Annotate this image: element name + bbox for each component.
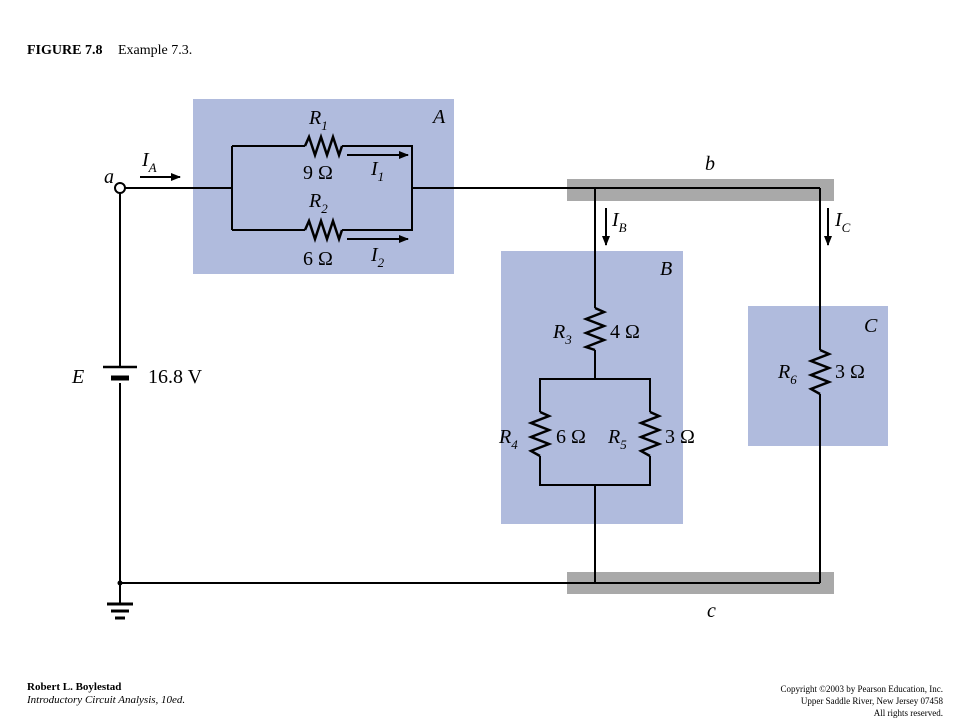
source-value: 16.8 V [148,366,203,388]
resistor-r3-symbol [582,306,608,352]
resistor-r2-label: R2 [308,190,328,216]
ground-junction [117,580,123,586]
block-b [501,251,683,524]
figure-caption: FIGURE 7.8 Example 7.3. [27,43,192,59]
current-i1-label: I1 [370,158,384,184]
author-name: Robert L. Boylestad [27,681,122,693]
node-a-label: a [104,166,114,188]
battery-symbol [103,365,137,381]
resistor-r1-symbol [303,133,344,159]
wires [119,145,821,603]
resistor-r1-value: 9 Ω [303,162,333,184]
rights-line: All rights reserved. [873,708,943,718]
resistor-r4-label: R4 [498,426,518,452]
block-a-label: A [431,106,446,128]
resistor-r4-value: 6 Ω [556,426,586,448]
current-ib-label: IB [611,209,627,235]
node-c-label: c [707,600,716,622]
current-ia-label: IA [141,149,157,175]
resistor-r2-symbol [303,217,344,243]
source-symbol: E [71,366,84,388]
resistor-r5-value: 3 Ω [665,426,695,448]
resistor-r6-label: R6 [777,361,797,387]
resistor-r2-value: 6 Ω [303,248,333,270]
bus-bar-b [567,179,834,201]
node-a-terminal [114,182,126,194]
resistor-r4-symbol [527,410,553,458]
current-ic-label: IC [834,209,851,235]
copyright-line: Copyright ©2003 by Pearson Education, In… [780,684,943,694]
current-i2-label: I2 [370,244,385,270]
figure-title: Example 7.3. [117,43,193,58]
resistor-r3-value: 4 Ω [610,321,640,343]
resistor-r6-value: 3 Ω [835,361,865,383]
block-c-label: C [864,315,878,337]
resistor-r6-symbol [807,348,833,396]
block-a [193,99,454,274]
figure-number: FIGURE 7.8 [27,43,103,58]
resistor-r1-label: R1 [308,107,328,133]
resistor-r3-label: R3 [552,321,572,347]
resistor-r5-symbol [637,410,663,458]
resistor-r5-label: R5 [607,426,627,452]
node-b-label: b [705,153,715,175]
copyright-notice: Copyright ©2003 by Pearson Education, In… [780,683,943,719]
block-b-label: B [660,258,672,280]
book-title: Introductory Circuit Analysis, 10ed. [27,694,186,706]
ground-icon [107,602,133,620]
block-c [748,306,888,446]
author-credit: Robert L. Boylestad Introductory Circuit… [27,681,185,707]
publisher-address: Upper Saddle River, New Jersey 07458 [800,696,943,706]
